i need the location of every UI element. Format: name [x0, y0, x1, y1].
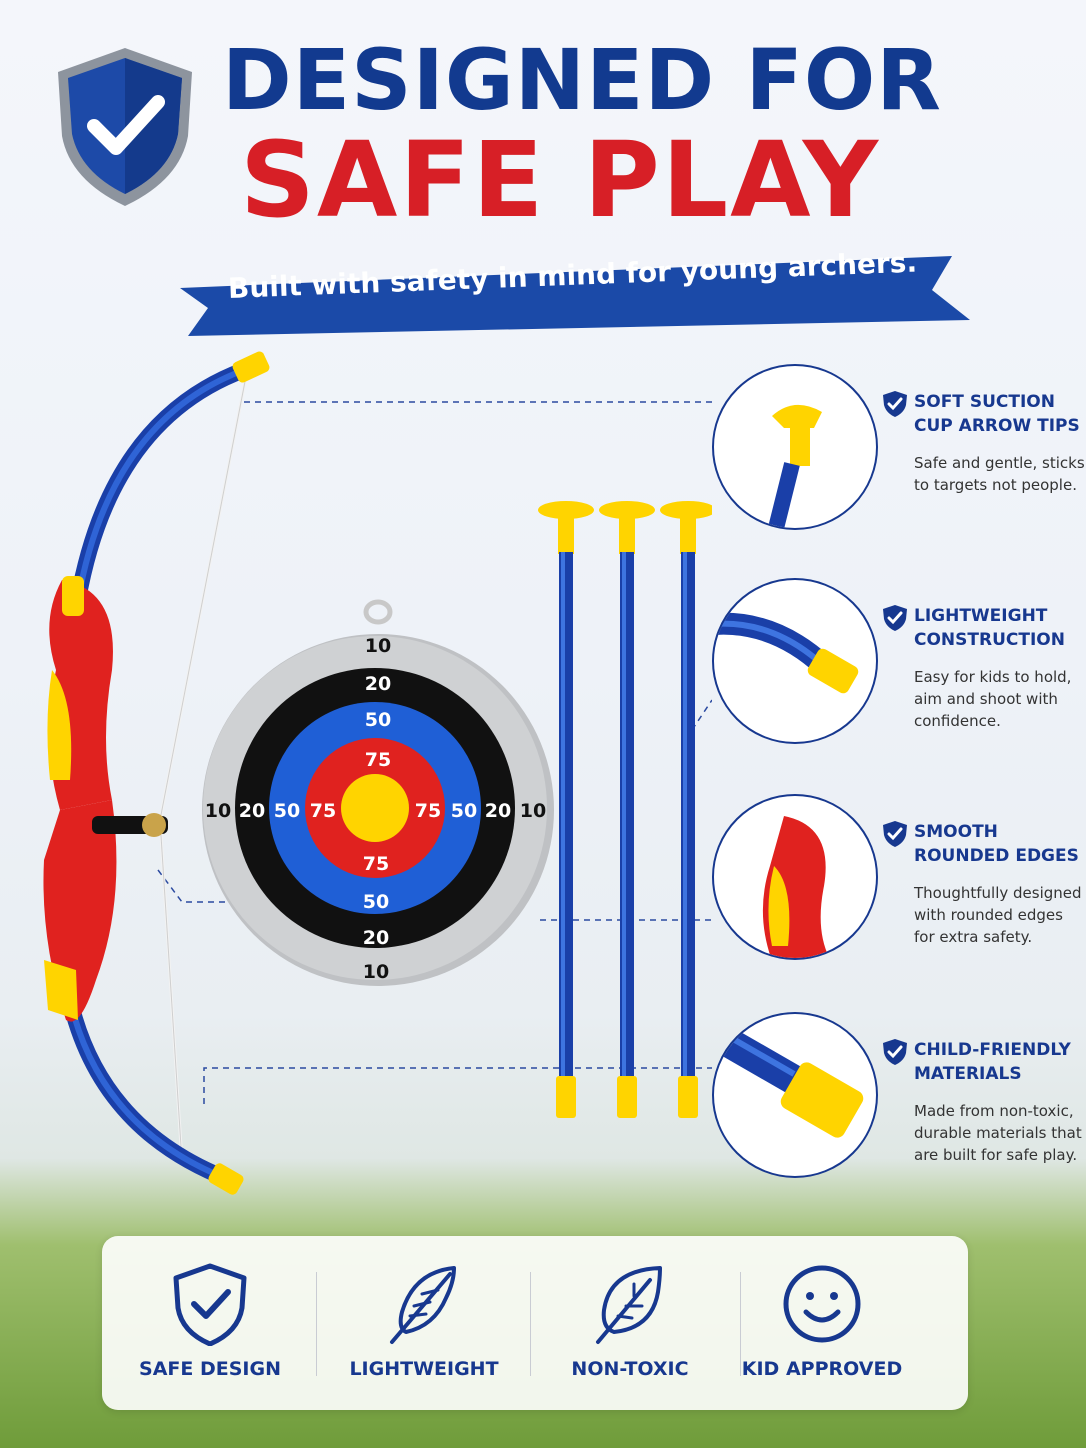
- tagline-banner: [180, 256, 970, 336]
- feature-title: CHILD-FRIENDLY MATERIALS: [914, 1040, 1071, 1084]
- badge-safe-design: SAFE DESIGN: [102, 1236, 318, 1410]
- product-scene: 10 20 50 75 75 50 20 10 10 20 50 75 75 5…: [43, 351, 712, 1195]
- feature-title: SMOOTH ROUNDED EDGES: [914, 822, 1079, 866]
- badge-lightweight: LIGHTWEIGHT: [316, 1236, 532, 1410]
- badge-non-toxic: NON-TOXIC: [522, 1236, 738, 1410]
- shield-check-icon: [883, 1039, 907, 1065]
- feature-image-suction-tip: [712, 364, 878, 530]
- shield-check-icon: [883, 391, 907, 417]
- badge-divider: [530, 1272, 531, 1376]
- target-label-75-top: 75: [365, 749, 391, 771]
- target-label-75-left: 75: [310, 800, 336, 822]
- smiley-icon: [783, 1265, 861, 1343]
- target-label-20-bottom: 20: [363, 927, 389, 949]
- feature-image-bow-tip: [712, 578, 878, 744]
- feature-image-grip: [712, 794, 878, 960]
- feature-description: Made from non-toxic, durable materials t…: [914, 1102, 1082, 1164]
- badge-kid-approved: KID APPROVED: [714, 1236, 930, 1410]
- shield-check-icon: [883, 821, 907, 847]
- target-label-10-bottom: 10: [363, 961, 389, 983]
- feature-image-arrow-end: [712, 1012, 878, 1178]
- shield-check-icon: [173, 1263, 247, 1346]
- target-label-50-left: 50: [274, 800, 300, 822]
- target-label-50-top: 50: [365, 709, 391, 731]
- target-label-10-right: 10: [520, 800, 546, 822]
- target-label-20-top: 20: [365, 673, 391, 695]
- feature-title: SOFT SUCTION CUP ARROW TIPS: [914, 392, 1080, 436]
- badge-label: KID APPROVED: [741, 1358, 903, 1380]
- badge-divider: [740, 1272, 741, 1376]
- feature-description: Thoughtfully designed with rounded edges…: [914, 884, 1082, 946]
- arrows: [538, 501, 712, 1118]
- target: [202, 599, 554, 986]
- target-label-75-bottom: 75: [363, 853, 389, 875]
- shield-check-icon: [58, 48, 192, 206]
- target-label-50-bottom: 50: [363, 891, 389, 913]
- headline-line-1: DESIGNED FOR: [222, 31, 942, 129]
- target-label-50-right: 50: [451, 800, 477, 822]
- leaf-icon: [596, 1266, 662, 1344]
- badge-divider: [316, 1272, 317, 1376]
- feather-icon: [390, 1266, 456, 1344]
- target-label-20-left: 20: [239, 800, 265, 822]
- badges-panel: SAFE DESIGN LIGHTWEIGHT NON-TOXIC KID AP…: [102, 1236, 968, 1410]
- feature-description: Safe and gentle, sticks to targets not p…: [914, 454, 1085, 494]
- feature-description: Easy for kids to hold, aim and shoot wit…: [914, 668, 1072, 730]
- headline-line-2: SAFE PLAY: [240, 119, 881, 241]
- feature-title: LIGHTWEIGHT CONSTRUCTION: [914, 606, 1065, 650]
- target-label-75-right: 75: [415, 800, 441, 822]
- target-label-20-right: 20: [485, 800, 511, 822]
- badge-label: NON-TOXIC: [571, 1358, 689, 1380]
- target-label-10-top: 10: [365, 635, 391, 657]
- target-label-10-left: 10: [205, 800, 231, 822]
- shield-check-icon: [883, 605, 907, 631]
- badge-label: LIGHTWEIGHT: [349, 1358, 499, 1380]
- badge-label: SAFE DESIGN: [139, 1358, 281, 1380]
